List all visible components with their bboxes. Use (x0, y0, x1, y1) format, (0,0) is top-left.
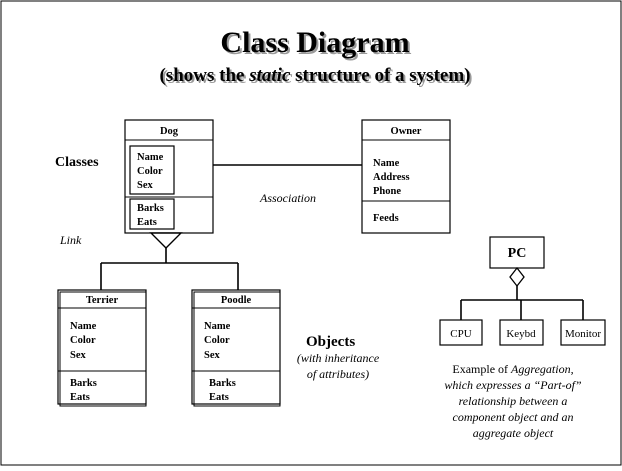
title-shadow: Class Diagram (222, 28, 411, 61)
title-group: Class Diagram Class Diagram (220, 26, 411, 61)
operation: Barks (70, 378, 97, 389)
subtitle-shadow: (shows the static structure of a system) (161, 67, 472, 88)
pc-box[interactable] (489, 236, 545, 269)
operation: Eats (209, 392, 229, 403)
label-association: Association (259, 191, 316, 205)
page-subtitle: (shows the static structure of a system) (159, 65, 470, 86)
attribute: Color (204, 335, 230, 346)
attribute: Sex (137, 180, 154, 191)
aggregation-caption-line2: which expresses a “Part-of” (444, 378, 582, 392)
attribute: Name (137, 152, 164, 163)
part-monitor-label: Monitor (565, 328, 601, 340)
attribute: Color (70, 335, 96, 346)
class-name: Owner (391, 126, 422, 137)
operation: Barks (137, 203, 164, 214)
attribute: Name (70, 321, 97, 332)
object-name: Terrier (86, 295, 119, 306)
subtitle-group: (shows the static structure of a system)… (159, 65, 472, 88)
part-keybd-box[interactable] (499, 319, 544, 346)
part-cpu-box[interactable] (439, 319, 483, 346)
operations-highlight-box (129, 198, 175, 230)
label-classes: Classes (55, 155, 99, 170)
inheritance-triangle (149, 232, 183, 249)
attribute: Color (137, 166, 163, 177)
attribute: Sex (70, 350, 87, 361)
object-name: Poodle (221, 295, 252, 306)
label-objects: Objects (306, 334, 355, 350)
operation: Feeds (373, 213, 399, 224)
operation: Barks (209, 378, 236, 389)
aggregation-caption-line3: relationship between a (459, 394, 568, 408)
label-link: Link (59, 233, 82, 247)
aggregation-caption-line1: Example of Aggregation, (452, 362, 573, 376)
class-name: Dog (160, 126, 179, 137)
part-cpu-label: CPU (450, 328, 471, 340)
part-monitor-box[interactable] (560, 319, 606, 346)
class-owner[interactable]: Owner Name Address Phone Feeds (361, 119, 451, 234)
object-shadow-edge (193, 291, 281, 407)
objects-note-line1: (with inheritance (297, 351, 380, 365)
object-shadow-edge (59, 291, 147, 407)
object-poodle[interactable]: Poodle Name Color Sex Barks Eats (191, 289, 281, 407)
attribute: Sex (204, 350, 221, 361)
attributes-highlight-box (129, 145, 175, 195)
attribute: Phone (373, 186, 401, 197)
aggregation-caption-line5: aggregate object (473, 426, 554, 440)
aggregation-caption-line4: component object and an (453, 410, 574, 424)
attribute: Address (373, 172, 410, 183)
aggregation-example: PC CPU Keybd Monitor Example of Aggregat… (439, 236, 606, 440)
class-dog[interactable]: Dog Name Color Sex Barks Eats (124, 119, 214, 234)
attribute: Name (204, 321, 231, 332)
part-keybd-label: Keybd (506, 328, 536, 340)
page-title: Class Diagram (220, 26, 409, 59)
operation: Eats (70, 392, 90, 403)
object-terrier[interactable]: Terrier Name Color Sex Barks Eats (57, 289, 147, 407)
operation: Eats (137, 217, 157, 228)
generalization-connector (100, 232, 239, 290)
pc-label: PC (508, 246, 527, 261)
objects-note-line2: of attributes) (307, 367, 369, 381)
attribute: Name (373, 158, 400, 169)
